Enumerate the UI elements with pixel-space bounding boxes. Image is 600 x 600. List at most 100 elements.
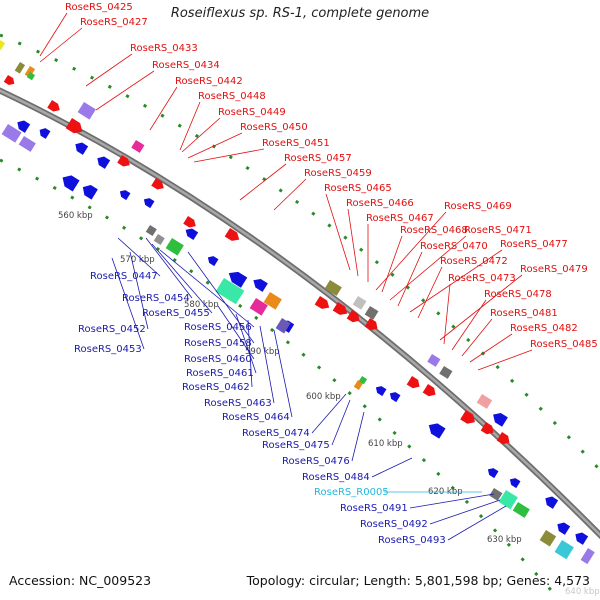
reverse-label-leader — [331, 399, 351, 446]
forward-label-leader — [85, 53, 133, 87]
feature-box — [358, 376, 368, 385]
feature-box — [364, 306, 379, 320]
reverse-label-leader — [447, 505, 507, 541]
feature-box — [215, 278, 245, 305]
reverse-label-leader — [145, 237, 193, 299]
reverse-gene-arrow — [207, 256, 219, 267]
reverse-gene-arrow — [75, 142, 89, 155]
reverse-gene-label: RoseRS_0475 — [262, 440, 330, 451]
reverse-gene-arrow — [557, 522, 571, 535]
reverse-label-leader — [259, 325, 275, 404]
topology-summary: Topology: circular; Length: 5,801,598 bp… — [246, 573, 590, 588]
reverse-label-leader — [151, 243, 213, 314]
reverse-gene-arrow — [82, 184, 98, 200]
reverse-gene-label: RoseRS_0491 — [340, 503, 408, 514]
scale-label: 600 kbp — [306, 392, 341, 402]
reverse-gene-label: RoseRS_0452 — [78, 324, 146, 335]
forward-gene-arrow — [65, 118, 83, 134]
scale-label: 580 kbp — [184, 300, 219, 310]
reverse-label-leader — [111, 257, 145, 350]
feature-box — [77, 102, 96, 120]
feature-box — [14, 62, 26, 74]
feature-box — [439, 366, 453, 379]
forward-gene-label: RoseRS_0478 — [484, 289, 552, 300]
forward-gene-arrow — [47, 100, 60, 112]
reverse-gene-arrow — [143, 198, 155, 209]
reverse-gene-arrow — [97, 156, 111, 169]
forward-gene-arrow — [460, 410, 475, 424]
forward-gene-arrow — [3, 75, 15, 85]
reverse-gene-arrow — [228, 271, 248, 288]
reverse-gene-arrow — [185, 228, 199, 240]
feature-box — [263, 292, 282, 310]
feature-box — [1, 123, 22, 143]
feature-box — [539, 529, 557, 547]
reverse-label-leader — [235, 313, 257, 374]
forward-gene-arrow — [480, 422, 494, 435]
reverse-gene-label: RoseRS_0484 — [302, 472, 370, 483]
map-title: Roseiflexus sp. RS-1, complete genome — [170, 6, 430, 21]
reverse-gene-label: RoseRS_0456 — [184, 322, 252, 333]
feature-box — [249, 298, 268, 316]
reverse-label-leader — [117, 237, 161, 277]
reverse-gene-arrow — [17, 120, 31, 133]
feature-box — [498, 490, 518, 510]
forward-label-leader — [149, 86, 178, 131]
outer-track-dots — [0, 33, 600, 472]
forward-label-leader — [187, 132, 243, 159]
reverse-gene-arrow — [509, 478, 521, 489]
feature-box — [18, 136, 36, 152]
reverse-gene-label: RoseRS_0463 — [204, 398, 272, 409]
forward-gene-arrow — [183, 216, 196, 228]
reverse-gene-arrow — [119, 190, 131, 201]
reverse-label-leader — [273, 329, 293, 418]
forward-gene-label: RoseRS_0465 — [324, 183, 392, 194]
reverse-gene-label: RoseRS_0453 — [74, 344, 142, 355]
forward-label-leader — [273, 178, 307, 211]
forward-label-leader — [181, 117, 221, 153]
forward-label-leader — [39, 27, 83, 63]
reverse-gene-arrow — [545, 496, 559, 509]
feature-box — [554, 540, 574, 560]
reverse-gene-label: RoseRS_0455 — [142, 308, 210, 319]
forward-label-leader — [443, 283, 451, 345]
reverse-gene-arrow — [428, 423, 446, 439]
forward-gene-label: RoseRS_0472 — [440, 256, 508, 267]
scale-label: 570 kbp — [120, 255, 155, 265]
forward-gene-label: RoseRS_0451 — [262, 138, 330, 149]
reverse-label-leader — [159, 249, 255, 328]
forward-gene-label: RoseRS_0449 — [218, 107, 286, 118]
forward-gene-arrow — [364, 318, 378, 331]
reverse-gene-arrow — [575, 532, 589, 545]
reverse-label-leader — [429, 499, 501, 525]
reverse-gene-label: RoseRS_0462 — [182, 382, 250, 393]
forward-label-leader — [389, 235, 467, 301]
forward-gene-label: RoseRS_0448 — [198, 91, 266, 102]
feature-box — [476, 393, 493, 409]
forward-gene-arrow — [406, 376, 420, 389]
forward-gene-arrow — [422, 384, 436, 397]
forward-gene-label: RoseRS_0469 — [444, 201, 512, 212]
forward-label-leader — [417, 266, 443, 319]
forward-gene-label: RoseRS_0459 — [304, 168, 372, 179]
reverse-label-leader — [409, 493, 495, 509]
forward-gene-label: RoseRS_0481 — [490, 308, 558, 319]
feature-box — [153, 234, 165, 246]
reverse-label-leader — [311, 393, 347, 434]
forward-gene-label: RoseRS_0470 — [420, 241, 488, 252]
reverse-gene-arrow — [253, 278, 268, 292]
reverse-gene-arrow — [375, 386, 387, 397]
scale-label: 610 kbp — [368, 439, 403, 449]
reverse-label-leader — [351, 411, 365, 462]
forward-gene-label: RoseRS_0485 — [530, 339, 598, 350]
forward-label-leader — [451, 299, 487, 351]
reverse-gene-label: RoseRS_0493 — [378, 535, 446, 546]
forward-gene-label: RoseRS_0442 — [175, 76, 243, 87]
forward-gene-label: RoseRS_0425 — [65, 2, 133, 13]
forward-label-leader — [179, 101, 201, 151]
feature-box — [131, 140, 145, 153]
reverse-gene-arrow — [493, 412, 508, 427]
reverse-gene-label: RoseRS_0464 — [222, 412, 290, 423]
reverse-gene-label: RoseRS_0461 — [186, 368, 254, 379]
forward-gene-label: RoseRS_0434 — [152, 60, 220, 71]
